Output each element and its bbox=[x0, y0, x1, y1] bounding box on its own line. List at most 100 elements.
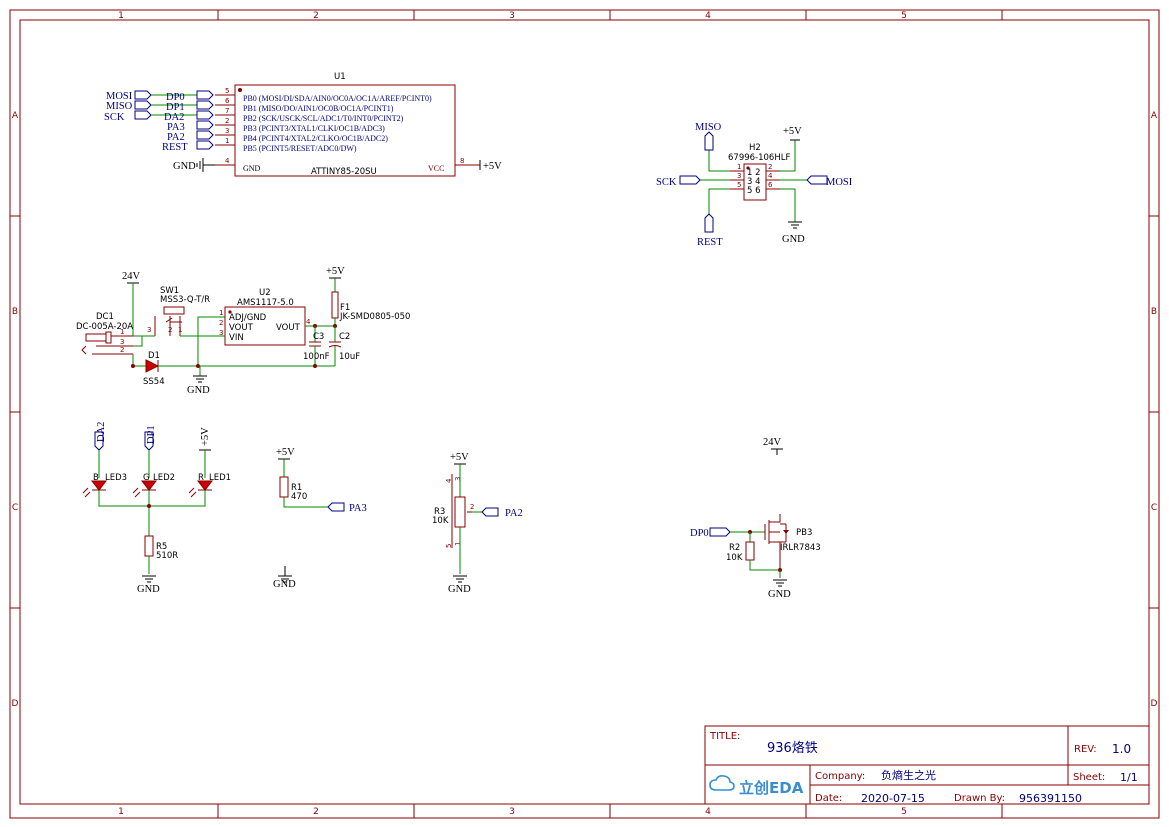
col-label-4-bottom: 4 bbox=[705, 807, 711, 817]
net-gnd-led: GND bbox=[137, 584, 160, 595]
net-miso-h2: MISO bbox=[695, 122, 722, 133]
row-label-c: C bbox=[12, 503, 18, 513]
sheet-label: Sheet: bbox=[1073, 772, 1105, 783]
net-24v-mosfet: 24V bbox=[763, 437, 782, 448]
f1-ref: F1 bbox=[340, 303, 350, 313]
sw1-pin1: 1 bbox=[178, 326, 182, 334]
sw1-pin2: 2 bbox=[168, 326, 172, 334]
u1-pin-gnd: GND bbox=[243, 164, 261, 173]
r3-value: 10K bbox=[432, 516, 449, 526]
sw1-pin3: 3 bbox=[147, 326, 151, 334]
r5-ref: R5 bbox=[156, 542, 167, 552]
dc1-pin1: 1 bbox=[120, 328, 124, 336]
row-label-c-right: C bbox=[1151, 503, 1157, 513]
r2-ref: R2 bbox=[729, 543, 740, 553]
lceda-logo: 立创EDA bbox=[709, 775, 804, 797]
net-gnd-r3: GND bbox=[448, 584, 471, 595]
net-mosi-u1: MOSI bbox=[106, 91, 133, 102]
u1-pin-vcc: VCC bbox=[428, 164, 444, 173]
power-section: 24V DC1 DC-005A-20A 1 3 2 SW1 MSS3-Q-T/R… bbox=[76, 266, 410, 396]
mosfet-ref: PB3 bbox=[796, 528, 812, 538]
net-dp0-mosfet: DP0 bbox=[690, 528, 709, 539]
logo-text: 立创EDA bbox=[739, 779, 804, 797]
u1-pin-pb5: PB5 (PCINT5/RESET/ADC0/DW) bbox=[243, 144, 357, 153]
h2-pin4: 4 bbox=[768, 172, 773, 180]
led2-pin: G bbox=[143, 473, 150, 483]
net-gnd-power: GND bbox=[187, 385, 210, 396]
rev-value: 1.0 bbox=[1112, 742, 1131, 756]
net-pa2-r3: PA2 bbox=[505, 508, 523, 519]
dc1-part: DC-005A-20A bbox=[76, 322, 133, 332]
u2-pin2-num: 2 bbox=[219, 319, 223, 327]
d1-ref: D1 bbox=[148, 351, 160, 361]
net-sck-u1: SCK bbox=[104, 112, 125, 123]
row-label-d-right: D bbox=[1151, 699, 1158, 709]
company-value: 负熵生之光 bbox=[881, 768, 936, 782]
h2-pins-12: 1 2 bbox=[747, 168, 761, 178]
led3-pin: B bbox=[93, 473, 99, 483]
u2-pin3-num: 3 bbox=[219, 329, 223, 337]
sw1-part: MSS3-Q-T/R bbox=[160, 295, 210, 305]
r3-section: +5V 4 3 2 5 1 R3 10K PA2 GND bbox=[432, 452, 523, 595]
col-label-2: 2 bbox=[313, 11, 319, 21]
mosfet-section: 24V DP0 PB3 IRLR7843 R2 10K GND bbox=[690, 437, 821, 600]
row-label-b-right: B bbox=[1151, 307, 1157, 317]
net-pa3-r1: PA3 bbox=[349, 503, 367, 514]
c2-ref: C2 bbox=[339, 332, 350, 342]
dc1-pin3: 3 bbox=[120, 338, 124, 346]
net-24v-power: 24V bbox=[122, 271, 141, 282]
h2-pins-34: 3 4 bbox=[747, 177, 761, 187]
outer-border bbox=[9, 9, 1160, 819]
r3-pin3: 3 bbox=[454, 477, 462, 481]
r5-value: 510R bbox=[156, 551, 178, 561]
d1-part: SS54 bbox=[143, 377, 165, 387]
c2-value: 10uF bbox=[339, 352, 360, 362]
u1-pin3-num: 3 bbox=[225, 127, 229, 135]
u1-attiny85[interactable]: U1 5 6 7 2 3 1 4 8 PB0 (MOSI/DI/SDA/AIN0… bbox=[215, 72, 480, 177]
row-label-b: B bbox=[12, 307, 18, 317]
h2-pins-56: 5 6 bbox=[747, 186, 761, 196]
r1-ref: R1 bbox=[291, 483, 302, 493]
col-label-5-bottom: 5 bbox=[901, 807, 907, 817]
date-value: 2020-07-15 bbox=[861, 792, 925, 805]
h2-pin3: 3 bbox=[737, 172, 741, 180]
r1-section: +5V R1 470 PA3 GND bbox=[273, 447, 367, 590]
u1-pin-pb3: PB3 (PCINT3/XTAL1/CLKI/OC1B/ADC3) bbox=[243, 124, 385, 133]
led-section: DA2 DP1 +5V B LED3 G LED2 R LED1 R5 510R bbox=[82, 422, 231, 595]
u1-part: ATTINY85-20SU bbox=[311, 167, 377, 177]
r2-value: 10K bbox=[726, 553, 743, 563]
u2-pin1-num: 1 bbox=[219, 309, 223, 317]
u1-pin7-num: 7 bbox=[225, 107, 229, 115]
u1-pin5-num: 5 bbox=[225, 87, 229, 95]
net-dp1-led: DP1 bbox=[146, 425, 157, 444]
dc1-pin2: 2 bbox=[120, 346, 124, 354]
net-gnd-mosfet: GND bbox=[768, 589, 791, 600]
r3-pin2: 2 bbox=[470, 503, 474, 511]
u1-pin8-num: 8 bbox=[460, 157, 464, 165]
row-label-a-right: A bbox=[1151, 111, 1158, 121]
net-5v-r1: +5V bbox=[276, 447, 295, 458]
row-label-d: D bbox=[12, 699, 19, 709]
f1-part: JK-SMD0805-050 bbox=[339, 312, 410, 322]
net-rest-u1: REST bbox=[162, 142, 188, 153]
r1-value: 470 bbox=[291, 492, 307, 502]
h2-part: 67996-106HLF bbox=[728, 153, 790, 163]
h2-isp-header[interactable]: H2 67996-106HLF 1 2 3 4 5 6 1 3 5 2 4 6 … bbox=[656, 122, 853, 248]
col-label-1-bottom: 1 bbox=[118, 807, 124, 817]
title-block: TITLE: 936烙铁 REV: 1.0 立创EDA Company: 负熵生… bbox=[704, 725, 1150, 805]
led3-ref: LED3 bbox=[105, 473, 127, 483]
h2-pin5: 5 bbox=[737, 181, 741, 189]
net-5v-r3: +5V bbox=[450, 452, 469, 463]
u2-ref: U2 bbox=[259, 288, 271, 298]
net-gnd-r1: GND bbox=[273, 579, 296, 590]
u1-ref: U1 bbox=[334, 72, 346, 82]
dc1-ref: DC1 bbox=[96, 312, 114, 322]
u1-pin-pb0: PB0 (MOSI/DI/SDA/AIN0/OC0A/OC1A/AREF/PCI… bbox=[243, 94, 432, 103]
row-label-a: A bbox=[12, 111, 19, 121]
c3-ref: C3 bbox=[313, 332, 324, 342]
u1-pin6-num: 6 bbox=[225, 97, 230, 105]
col-label-5: 5 bbox=[901, 11, 907, 21]
u1-pin4-num: 4 bbox=[225, 157, 230, 165]
drawn-value: 956391150 bbox=[1019, 792, 1082, 805]
